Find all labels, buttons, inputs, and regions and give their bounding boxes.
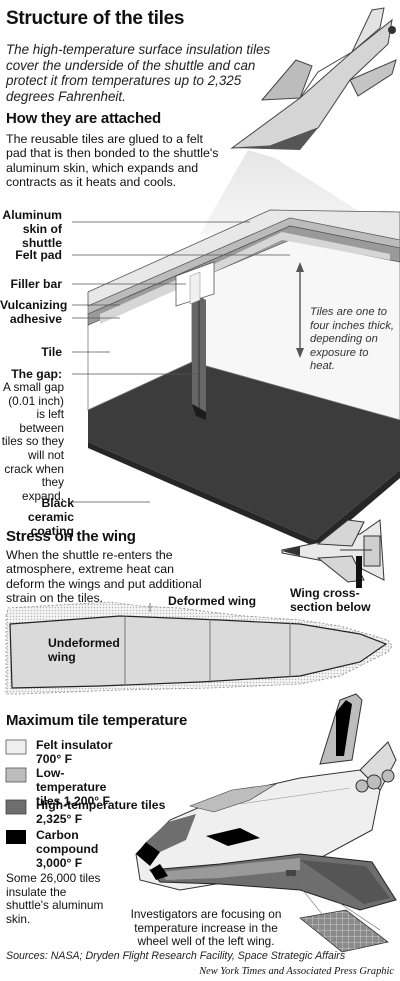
swatch-carbon bbox=[6, 830, 26, 844]
shuttle-top-view bbox=[281, 519, 385, 588]
tile-count-note: Some 26,000 tiles insulate the shuttle's… bbox=[6, 871, 104, 926]
label-wing-cross-section: Wing cross-section below bbox=[290, 586, 371, 614]
temperature-heading: Maximum tile temperature bbox=[6, 712, 188, 729]
label-ceramic-coating: Black ceramic coating bbox=[27, 496, 74, 538]
sources: Sources: NASA; Dryden Flight Research Fa… bbox=[6, 950, 346, 962]
stress-heading: Stress on the wing bbox=[6, 528, 136, 545]
graphic-credit: New York Times and Associated Press Grap… bbox=[199, 966, 394, 977]
stress-text: When the shuttle re-enters the atmospher… bbox=[6, 548, 202, 606]
label-aluminum-skin: Aluminum skin of shuttle bbox=[2, 208, 62, 250]
investigators-note: Investigators are focusing on temperatur… bbox=[130, 907, 282, 949]
attached-heading: How they are attached bbox=[6, 110, 162, 127]
legend-felt-insulator: Felt insulator 700° F bbox=[36, 738, 113, 766]
swatch-high-temp bbox=[5, 799, 27, 815]
wheel-well-tile-patch bbox=[289, 873, 389, 953]
page-subtitle: The high-temperature surface insulation … bbox=[6, 42, 271, 104]
tile-structure-diagram bbox=[72, 209, 400, 548]
legend-high-temp: High-temperature tiles 2,325° F bbox=[36, 798, 166, 826]
label-undeformed-wing: Undeformed wing bbox=[48, 636, 120, 664]
thickness-note: Tiles are one to four inches thick, depe… bbox=[310, 306, 394, 373]
label-gap-text: A small gap (0.01 inch) is left between … bbox=[1, 380, 64, 503]
label-gap-title: The gap: bbox=[11, 367, 62, 381]
page-title: Structure of the tiles bbox=[6, 8, 185, 29]
swatch-low-temp bbox=[5, 767, 27, 783]
label-filler-bar: Filler bar bbox=[10, 277, 62, 291]
swatch-felt-insulator bbox=[5, 739, 27, 755]
temperature-legend-swatches bbox=[5, 739, 27, 844]
legend-carbon: Carbon compound 3,000° F bbox=[36, 828, 99, 870]
label-tile: Tile bbox=[41, 345, 62, 359]
legend-low-temp: Low-temperature tiles 1,200° F bbox=[36, 766, 110, 808]
lower-shuttle-illustration bbox=[135, 693, 397, 911]
label-felt-pad: Felt pad bbox=[15, 248, 62, 262]
label-vulcanizing: Vulcanizing adhesive bbox=[0, 298, 68, 326]
top-shuttle-illustration bbox=[230, 7, 397, 150]
wing-cross-section bbox=[5, 601, 393, 695]
attached-text: The reusable tiles are glued to a felt p… bbox=[6, 132, 219, 190]
label-deformed-wing: Deformed wing bbox=[168, 594, 257, 608]
